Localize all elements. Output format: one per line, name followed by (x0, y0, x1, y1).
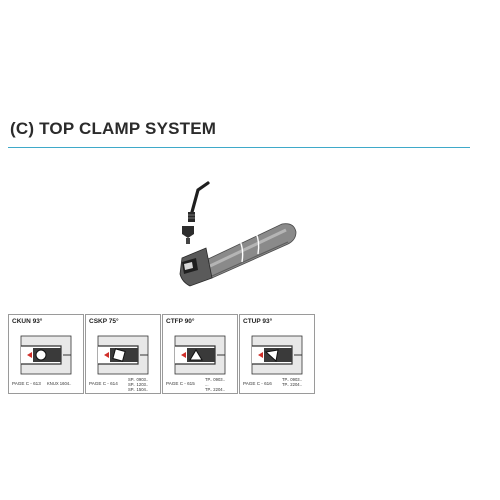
tool-code: CTFP 90° (166, 318, 195, 325)
ckun-holder-diagram (20, 335, 72, 375)
tool-holder-variants: CKUN 93° PAGE C - 613 KNUX 1604.. CSKP 7… (8, 314, 316, 394)
tool-code: CKUN 93° (12, 318, 43, 325)
tool-tile-ctfp[interactable]: CTFP 90° PAGE C - 615 TP.. 0903.. ... TP… (162, 314, 238, 394)
insert-code: TP.. 2204.. (205, 387, 225, 392)
tool-tile-cskp[interactable]: CSKP 75° PAGE C - 614 SP.. 0903.. SP.. 1… (85, 314, 161, 394)
insert-code: TP.. 2204.. (282, 382, 302, 387)
insert-list: TP.. 0903.. ... TP.. 2204.. (205, 377, 225, 392)
insert-code: KNUX 1604.. (47, 381, 72, 386)
catalog-page-ref: PAGE C - 616 (243, 381, 272, 386)
insert-code: TP.. 0903.. (282, 377, 302, 382)
insert-code: SP.. 0903.. (128, 377, 149, 382)
catalog-page-ref: PAGE C - 614 (89, 381, 118, 386)
section-divider (8, 147, 470, 148)
insert-list: SP.. 0903.. SP.. 1203.. SP.. 1504.. (128, 377, 148, 392)
insert-code: TP.. 0903.. (205, 377, 225, 382)
catalog-page-ref: PAGE C - 613 (12, 381, 41, 386)
tool-code: CSKP 75° (89, 318, 119, 325)
ctfp-holder-diagram (174, 335, 226, 375)
insert-list: TP.. 0903.. TP.. 2204.. (282, 377, 302, 387)
catalog-page-ref: PAGE C - 615 (166, 381, 195, 386)
section-title: (C) TOP CLAMP SYSTEM (10, 119, 217, 138)
ctup-holder-diagram (251, 335, 303, 375)
tool-tile-ckun[interactable]: CKUN 93° PAGE C - 613 KNUX 1604.. (8, 314, 84, 394)
insert-code: ... (205, 382, 209, 387)
tool-tile-ctup[interactable]: CTUP 93° PAGE C - 616 TP.. 0903.. TP.. 2… (239, 314, 315, 394)
insert-code: SP.. 1203.. (128, 382, 149, 387)
insert-code: SP.. 1504.. (128, 387, 149, 392)
tool-code: CTUP 93° (243, 318, 273, 325)
boring-bar-illustration (179, 181, 297, 287)
insert-list: KNUX 1604.. (47, 381, 71, 386)
cskp-holder-diagram (97, 335, 149, 375)
